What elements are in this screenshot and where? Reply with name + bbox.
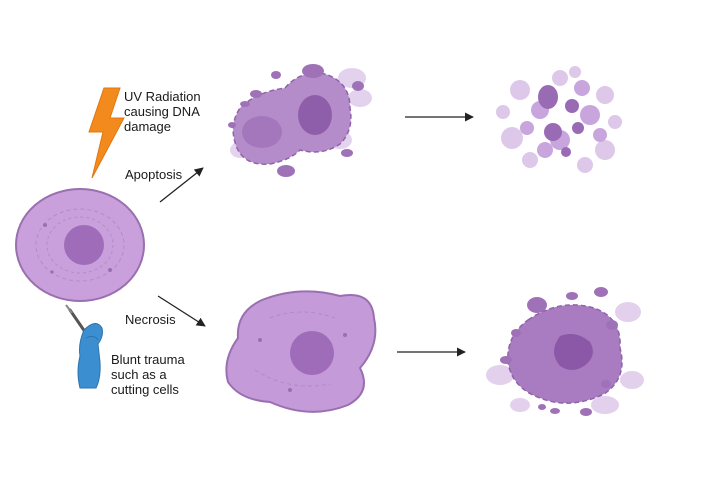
necrotic-ruptured-cell [486,287,644,416]
blunt-trauma-label: Blunt trauma such as a cutting cells [111,352,185,397]
uv-radiation-label: UV Radiation causing DNA damage [124,89,201,134]
lightning-bolt-icon [88,87,125,179]
healthy-cell-nucleus [64,225,104,265]
necrosis-arrow [157,295,206,327]
apoptosis-arrow [159,167,204,203]
apoptosis-label: Apoptosis [125,167,183,182]
healthy-cell [15,188,145,302]
gloved-hand-scalpel-icon [65,304,103,389]
apoptotic-cell [228,64,372,177]
necrosis-label: Necrosis [125,312,176,327]
necrotic-swollen-cell [225,290,377,413]
apoptotic-bodies [496,66,622,173]
